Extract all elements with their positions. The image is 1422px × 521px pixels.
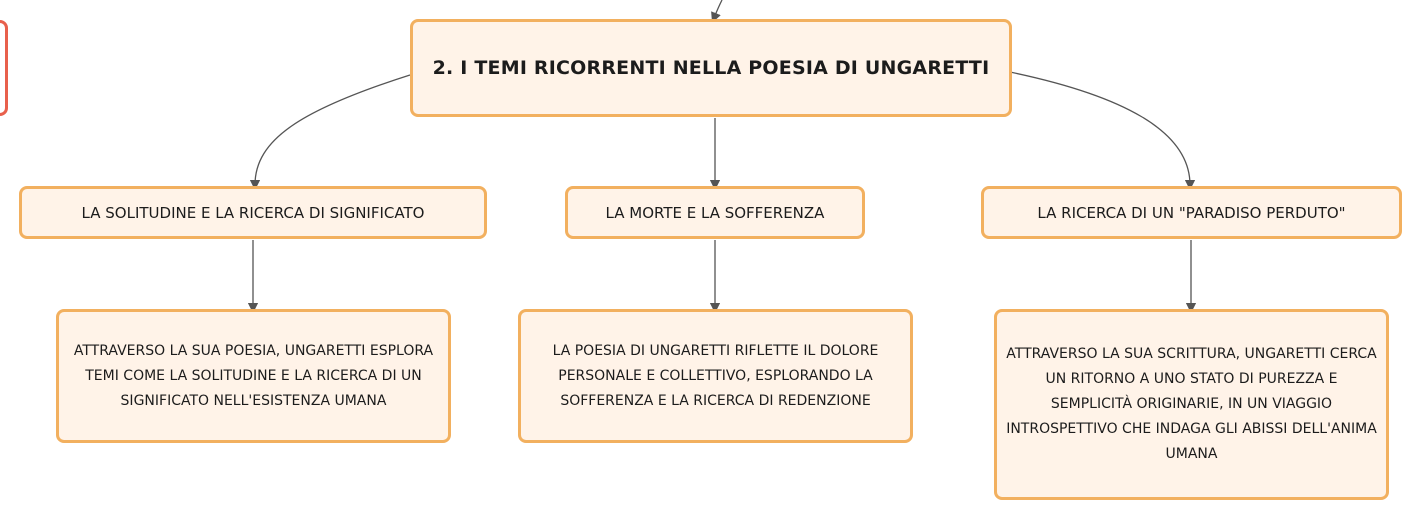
theme-node-death[interactable]: LA MORTE E LA SOFFERENZA [565,186,865,239]
detail-text: ATTRAVERSO LA SUA SCRITTURA, UNGARETTI C… [1006,346,1377,462]
theme-label: LA RICERCA DI UN "PARADISO PERDUTO" [1037,203,1346,222]
root-title: 2. I TEMI RICORRENTI NELLA POESIA DI UNG… [432,57,990,79]
theme-node-paradise[interactable]: LA RICERCA DI UN "PARADISO PERDUTO" [981,186,1402,239]
detail-node-solitude[interactable]: ATTRAVERSO LA SUA POESIA, UNGARETTI ESPL… [56,309,451,443]
root-node[interactable]: 2. I TEMI RICORRENTI NELLA POESIA DI UNG… [410,19,1012,117]
theme-node-solitude[interactable]: LA SOLITUDINE E LA RICERCA DI SIGNIFICAT… [19,186,487,239]
connector-root-to-theme-3 [1009,71,1196,191]
detail-text: ATTRAVERSO LA SUA POESIA, UNGARETTI ESPL… [73,342,434,409]
detail-node-death[interactable]: LA POESIA DI UNGARETTI RIFLETTE IL DOLOR… [518,309,913,443]
offscreen-node-edge[interactable] [0,20,8,116]
connector-incoming [711,0,723,23]
detail-text: LA POESIA DI UNGARETTI RIFLETTE IL DOLOR… [552,342,879,409]
theme-label: LA SOLITUDINE E LA RICERCA DI SIGNIFICAT… [81,203,425,222]
detail-node-paradise[interactable]: ATTRAVERSO LA SUA SCRITTURA, UNGARETTI C… [994,309,1389,500]
theme-label: LA MORTE E LA SOFFERENZA [605,203,825,222]
connector-root-to-theme-1 [249,74,411,191]
